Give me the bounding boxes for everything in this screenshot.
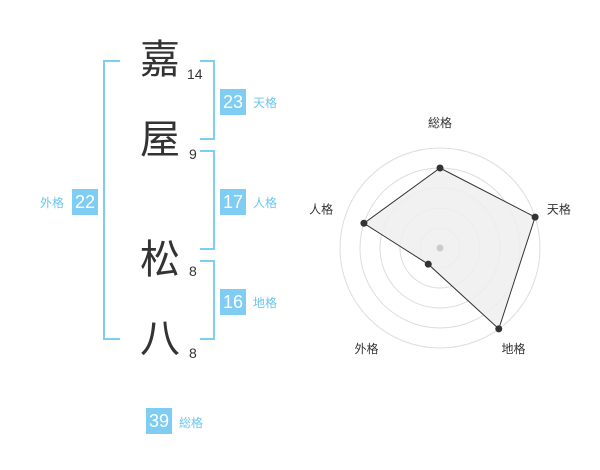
name-char-1: 嘉 [140,37,180,83]
radar-axis-label-5: 人格 [309,201,333,216]
gaikaku-label: 外格 [40,196,65,210]
radar-center-dot [436,244,444,252]
radar-point-1 [436,164,444,172]
chikaku-value: 16 [220,289,246,315]
stroke-count-3: 8 [189,263,197,279]
name-char-2: 屋 [140,117,180,163]
jinkaku-value: 17 [220,189,246,215]
chikaku-bracket [200,260,215,340]
tenkaku-value: 23 [220,89,246,115]
chikaku-label: 地格 [253,296,278,310]
tenkaku-bracket [200,60,215,140]
jinkaku-label: 人格 [253,196,278,210]
radar-point-3 [495,325,503,333]
tenkaku-label: 天格 [253,96,278,110]
radar-points [360,164,539,333]
radar-axis-label-3: 地格 [501,341,525,356]
radar-point-2 [531,213,539,221]
name-char-4: 八 [140,316,180,362]
stroke-count-4: 8 [189,345,197,361]
stroke-count-2: 9 [189,146,197,162]
stroke-count-1: 14 [187,66,203,82]
soukaku-value: 39 [146,408,172,434]
radar-axis-label-2: 天格 [547,201,571,216]
radar-point-4 [424,260,432,268]
jinkaku-bracket [200,150,215,250]
radar-axis-label-4: 外格 [354,341,378,356]
radar-point-5 [360,219,368,227]
gaikaku-value: 22 [72,189,98,215]
radar-ring [339,147,541,349]
radar-polygon [363,167,536,330]
radar-axis-label-1: 総格 [428,115,452,130]
gaikaku-bracket [103,60,120,340]
soukaku-label: 総格 [179,416,204,430]
name-char-3: 松 [140,237,180,283]
